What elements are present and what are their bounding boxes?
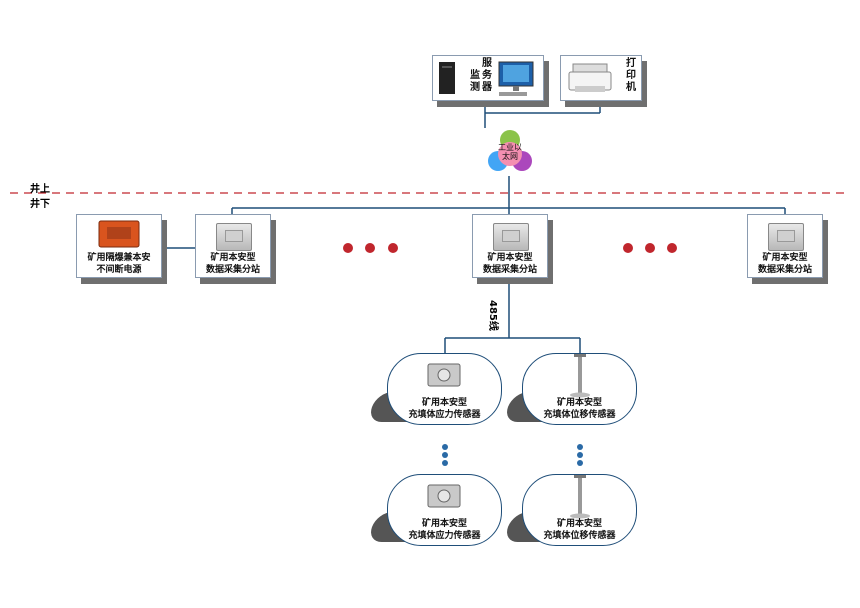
substation-label-line2: 数据采集分站: [482, 265, 537, 275]
substation-label-line2: 数据采集分站: [205, 265, 260, 275]
computer-icon: [439, 61, 534, 96]
ups-node: 矿用隔爆兼本安 不间断电源: [76, 214, 162, 278]
substation-node: 矿用本安型 数据采集分站: [747, 214, 823, 278]
stress-sensor-node: 矿用本安型 充填体应力传感器: [387, 474, 502, 546]
ups-cabinet-icon: [98, 220, 140, 248]
industrial-ethernet-hub: 工业以太网: [486, 128, 534, 176]
substation-cabinet-icon: [493, 223, 529, 251]
substation-node: 矿用本安型 数据采集分站: [195, 214, 271, 278]
substation-cabinet-icon: [216, 223, 252, 251]
displacement-sensor-node: 矿用本安型 充填体位移传感器: [522, 353, 637, 425]
printer-label: 打印机: [626, 58, 636, 93]
sensor-label-line2: 充填体应力传感器: [408, 531, 481, 541]
above-ground-label: 井上: [30, 184, 50, 195]
monitoring-server-node: 服务器 监测: [432, 55, 544, 101]
displacement-sensor-node: 矿用本安型 充填体位移传感器: [522, 474, 637, 546]
hub-label: 工业以太网: [498, 143, 522, 161]
displacement-sensor-icon: [570, 475, 590, 519]
stress-sensor-node: 矿用本安型 充填体应力传感器: [387, 353, 502, 425]
substation-cabinet-icon: [768, 223, 804, 251]
substation-label-line1: 矿用本安型: [762, 253, 808, 263]
sensor-label-line1: 矿用本安型: [556, 398, 602, 408]
displacement-sensor-icon: [570, 354, 590, 398]
rs485-bus-label: 485线: [487, 300, 498, 331]
sensor-label-line1: 矿用本安型: [421, 519, 467, 529]
server-label: 服务器: [482, 58, 492, 93]
printer-node: 打印机: [560, 55, 642, 101]
printer-icon: [568, 63, 612, 92]
sensor-label-line1: 矿用本安型: [421, 398, 467, 408]
sensor-label-line2: 充填体位移传感器: [543, 531, 616, 541]
substation-label-line1: 矿用本安型: [487, 253, 533, 263]
stress-sensor-icon: [427, 484, 461, 508]
substation-node: 矿用本安型 数据采集分站: [472, 214, 548, 278]
sensor-label-line1: 矿用本安型: [556, 519, 602, 529]
ethernet-hub-icon: [488, 130, 532, 171]
ups-label-line1: 矿用隔爆兼本安: [87, 253, 151, 263]
ups-label-line2: 不间断电源: [96, 265, 142, 275]
stress-sensor-icon: [427, 363, 461, 387]
below-ground-label: 井下: [30, 199, 50, 210]
substation-label-line2: 数据采集分站: [757, 265, 812, 275]
sensor-label-line2: 充填体应力传感器: [408, 410, 481, 420]
substation-label-line1: 矿用本安型: [210, 253, 256, 263]
monitor-label: 监测: [470, 70, 480, 93]
sensor-label-line2: 充填体位移传感器: [543, 410, 616, 420]
